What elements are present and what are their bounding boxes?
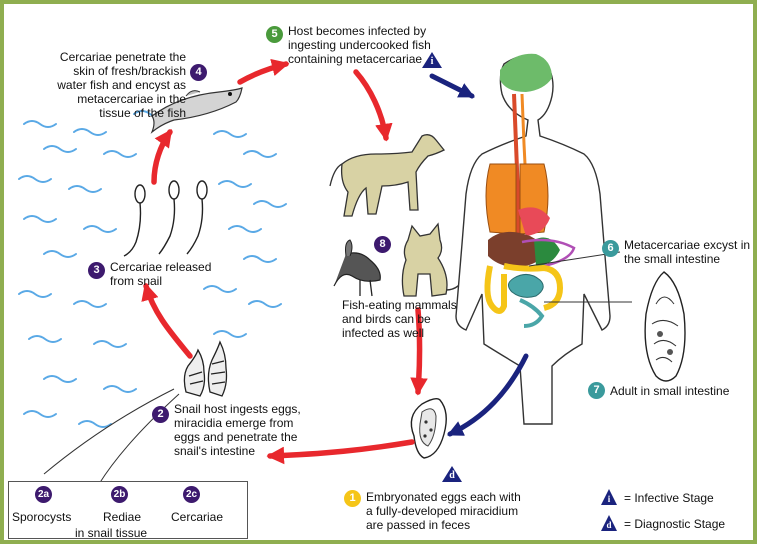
stage-3-text: Cercariae released from snail — [110, 260, 211, 288]
stage-5-badge: 5 — [266, 26, 283, 43]
stage-4-badge: 4 — [190, 64, 207, 81]
legend-infective-icon: i — [600, 488, 618, 506]
stage-7-badge: 7 — [588, 382, 605, 399]
human-body-illustration — [456, 54, 610, 424]
stage-1-text: Embryonated eggs each with a fully-devel… — [366, 490, 521, 532]
cercariae-label: Cercariae — [171, 510, 223, 524]
cercariae-illustration — [124, 181, 207, 256]
egg-illustration — [411, 399, 446, 458]
sporocysts-label: Sporocysts — [12, 510, 71, 524]
slope-lines — [44, 389, 179, 484]
stage-3-badge: 3 — [88, 262, 105, 279]
legend-infective-label: = Infective Stage — [624, 491, 714, 505]
stage-8-badge: 8 — [374, 236, 391, 253]
stage-8-text: Fish-eating mammals and birds can be inf… — [342, 298, 457, 340]
rediae-label: Rediae — [103, 510, 141, 524]
stage-5-text: Host becomes infected by ingesting under… — [288, 24, 431, 66]
legend-diagnostic-icon: d — [600, 514, 618, 532]
legend-diagnostic-symbol: d — [600, 520, 618, 530]
stage-2a-badge: 2a — [35, 486, 52, 503]
adult-fluke-illustration — [645, 272, 685, 381]
diagnostic-marker-letter: d — [448, 469, 456, 483]
snail-illustration — [184, 342, 226, 396]
stage-6-badge: 6 — [602, 240, 619, 257]
stage-2-text: Snail host ingests eggs, miracidia emerg… — [174, 402, 301, 458]
stage-2b-badge: 2b — [111, 486, 128, 503]
snail-tissue-inset: 2a 2b 2c Sporocysts Rediae Cercariae in … — [8, 481, 248, 539]
cat-illustration — [402, 224, 466, 296]
legend-diagnostic-label: = Diagnostic Stage — [624, 517, 725, 531]
stage-1-badge: 1 — [344, 490, 361, 507]
stage-7-text: Adult in small intestine — [610, 384, 729, 398]
stage-6-text: Metacercariae excyst in the small intest… — [624, 238, 750, 266]
stage-2-badge: 2 — [152, 406, 169, 423]
stage-4-text: Cercariae penetrate the skin of fresh/br… — [46, 50, 186, 120]
bird-illustration — [334, 240, 380, 296]
dog-illustration — [330, 135, 444, 216]
stage-2c-badge: 2c — [183, 486, 200, 503]
snail-tissue-caption: in snail tissue — [75, 526, 147, 540]
legend-infective-symbol: i — [600, 494, 618, 504]
